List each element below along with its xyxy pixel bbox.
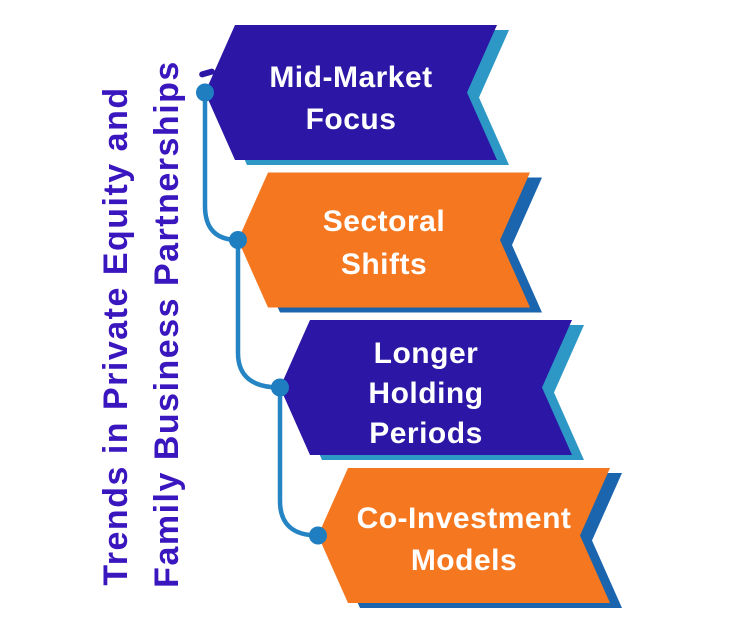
banner-sectoral-shifts: Sectoral Shifts bbox=[238, 172, 542, 313]
banner-mid-market-shape bbox=[205, 25, 497, 160]
banner-mid-market-line-1: Mid-Market bbox=[269, 61, 432, 94]
banner-holding-line-1: Longer bbox=[374, 337, 479, 370]
connector-dot-4 bbox=[309, 526, 327, 545]
banner-coinvestment-line-2: Models bbox=[411, 544, 517, 577]
vertical-title: Trends in Private Equity and Family Busi… bbox=[97, 60, 186, 588]
decorative-dash bbox=[199, 68, 215, 78]
title-line-2: Family Business Partnerships bbox=[148, 60, 186, 588]
connector-dot-2 bbox=[229, 231, 247, 249]
banner-coinvestment-shape bbox=[318, 468, 610, 603]
banner-sectoral-shape bbox=[238, 172, 530, 308]
banner-longer-holding-periods: Longer Holding Periods bbox=[280, 320, 584, 460]
banner-mid-market-focus: Mid-Market Focus bbox=[205, 25, 509, 165]
banner-holding-shape bbox=[280, 320, 572, 455]
banner-sectoral-line-1: Sectoral bbox=[323, 205, 445, 238]
banner-holding-line-2: Holding bbox=[368, 377, 483, 410]
banner-holding-line-3: Periods bbox=[369, 417, 483, 450]
banner-sectoral-line-2: Shifts bbox=[341, 248, 427, 281]
banner-coinvestment-line-1: Co-Investment bbox=[357, 502, 572, 535]
connector-dot-3 bbox=[271, 378, 289, 397]
banner-mid-market-line-2: Focus bbox=[306, 103, 397, 136]
banner-co-investment-models: Co-Investment Models bbox=[318, 468, 622, 608]
title-line-1: Trends in Private Equity and bbox=[97, 86, 135, 585]
connector-dot-1 bbox=[196, 83, 214, 102]
